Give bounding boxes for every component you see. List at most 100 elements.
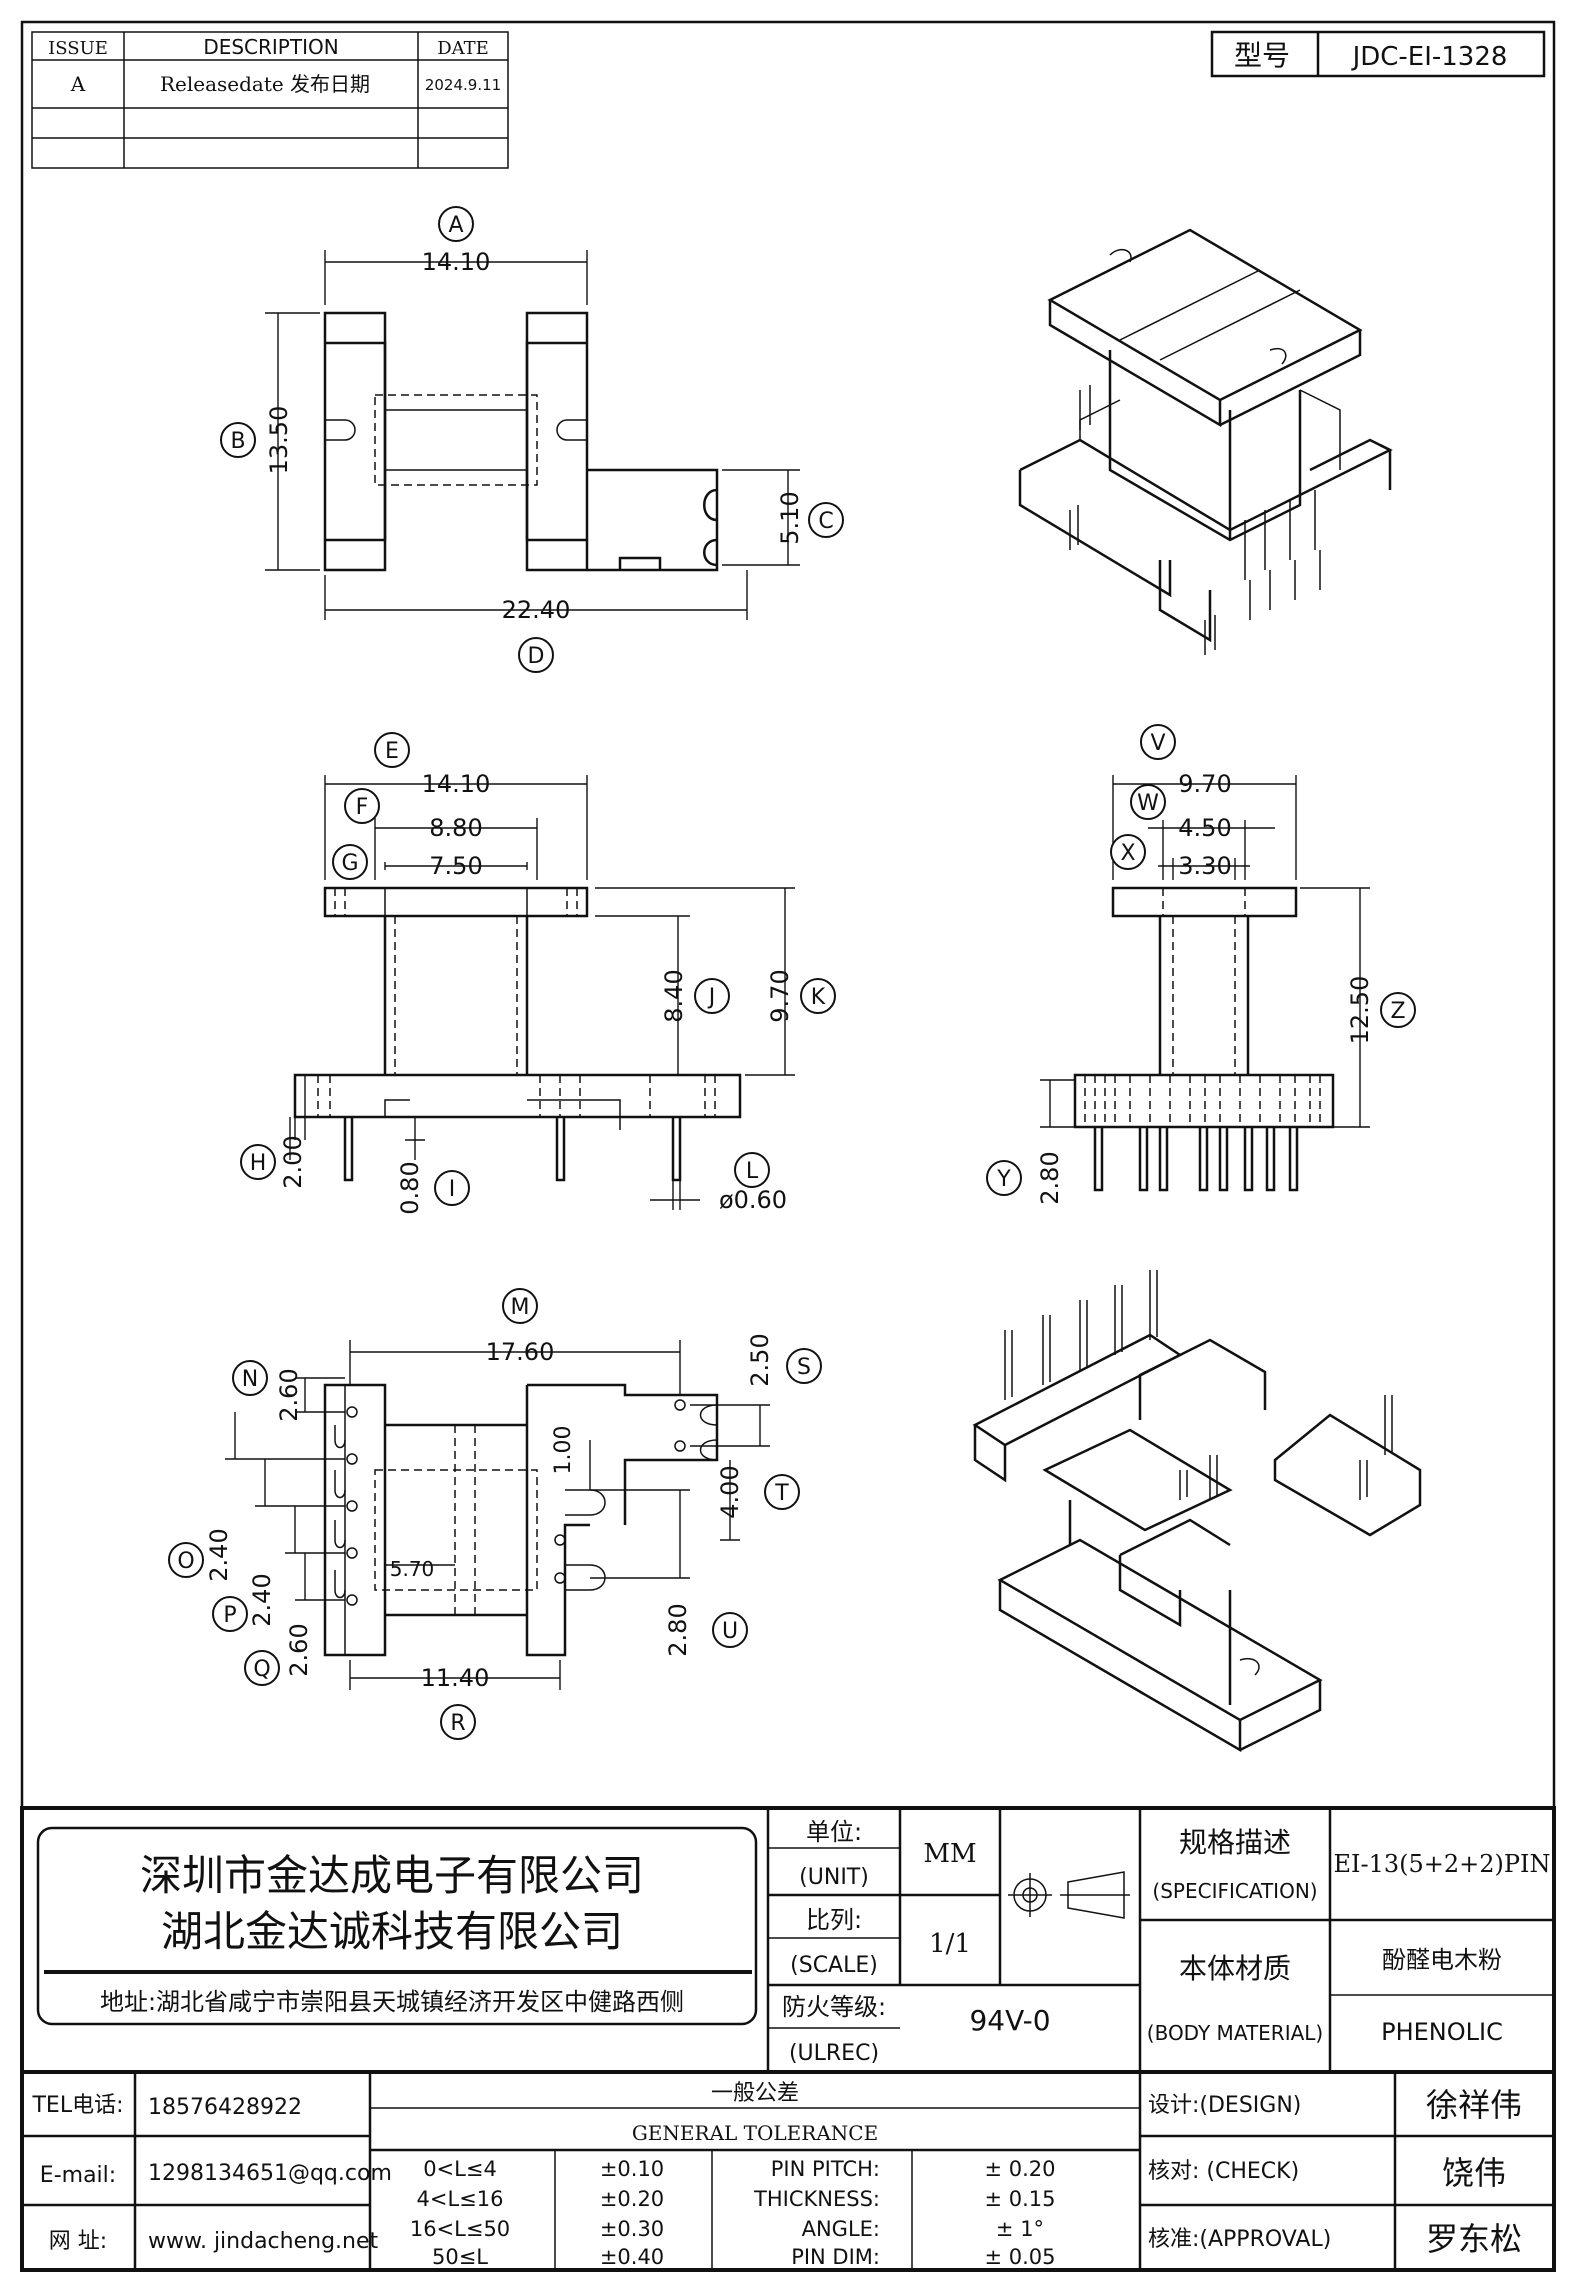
web-label: 网 址:	[49, 2229, 107, 2254]
dim-Y-value: 2.80	[1036, 1151, 1064, 1204]
dim-V-value: 9.70	[1178, 770, 1231, 798]
dim-L-bubble	[734, 1152, 770, 1188]
approval-check-label: 核对: (CHECK)	[1148, 2159, 1299, 2184]
dim-A-label: A	[448, 213, 463, 238]
dim-V-label: V	[1150, 731, 1165, 756]
dim-N-bubble	[232, 1360, 268, 1396]
dim-X-value: 3.30	[1178, 852, 1231, 880]
dim-N-value: 2.60	[275, 1368, 303, 1421]
dim-U-value: 2.80	[664, 1603, 692, 1656]
dim-K-label: K	[811, 985, 826, 1010]
ulrec-value: 94V-0	[969, 2004, 1050, 2037]
dim-E-bubble	[374, 732, 410, 768]
dim-D-value: 22.40	[502, 596, 571, 624]
dim-Q-bubble	[244, 1650, 280, 1686]
dim-H-bubble	[240, 1144, 276, 1180]
email-value: 1298134651@qq.com	[148, 2161, 392, 2186]
dim-F-label: F	[356, 795, 369, 820]
iso-view-top	[1018, 228, 1393, 655]
top-view: 14.10 13.50 5.10 22.40	[265, 248, 804, 624]
dim-D-label: D	[528, 644, 545, 669]
material-label: 本体材质	[1179, 1952, 1291, 1985]
dim-J-value: 8.40	[660, 969, 688, 1022]
material-value-en: PHENOLIC	[1381, 2018, 1503, 2046]
unit-value: MM	[923, 1839, 976, 1869]
dim-R-value: 11.40	[421, 1664, 490, 1692]
dim-J-label: J	[707, 985, 716, 1010]
ulrec-label: 防火等级:	[782, 1993, 886, 2021]
iso-view-bottom	[972, 1270, 1422, 1753]
email-label: E-mail:	[40, 2163, 116, 2188]
tolerance-title-cn: 一般公差	[711, 2081, 799, 2106]
dim-D-bubble	[518, 637, 554, 673]
tol-value-1: ±0.10	[600, 2157, 664, 2181]
dim-K-bubble	[800, 978, 836, 1014]
dim-I-value: 0.80	[396, 1161, 424, 1214]
spec-name-1: PIN PITCH:	[771, 2157, 880, 2181]
spec-value-3: ± 1°	[996, 2217, 1044, 2241]
dim-T-bubble	[764, 1474, 800, 1510]
dim-L-label: L	[746, 1159, 759, 1184]
dim-C-value: 5.10	[776, 491, 804, 544]
dim-O-label: O	[177, 1549, 194, 1574]
dim-Y-bubble	[986, 1160, 1022, 1196]
model-label: 型号	[1234, 39, 1290, 72]
side-view: 9.70 4.50 3.30 12.50 2.80	[1036, 770, 1374, 1205]
dim-Y-label: Y	[996, 1167, 1011, 1192]
dim-S-bubble	[786, 1348, 822, 1384]
dim-U-bubble	[712, 1612, 748, 1648]
dim-G-value: 7.50	[429, 852, 482, 880]
company-name-1: 深圳市金达成电子有限公司	[140, 1851, 644, 1900]
dim-R-label: R	[450, 1711, 465, 1736]
revision-row-issue: A	[70, 72, 86, 96]
dim-K-value: 9.70	[766, 969, 794, 1022]
dim-M-bubble	[502, 1288, 538, 1324]
dim-X-label: X	[1120, 841, 1135, 866]
dim-S-label: S	[797, 1355, 811, 1380]
dim-M-label: M	[511, 1295, 530, 1320]
spec-value-2: ± 0.15	[984, 2187, 1055, 2211]
dim-B-label: B	[230, 429, 245, 454]
dim-inner-100-value: 1.00	[551, 1426, 576, 1475]
approval-approve-name: 罗东松	[1426, 2220, 1522, 2258]
scale-value: 1/1	[929, 1929, 971, 1959]
revision-row-date: 2024.9.11	[425, 76, 501, 94]
spec-name-2: THICKNESS:	[753, 2187, 880, 2211]
revision-header-date: DATE	[437, 38, 489, 59]
dim-L-value: ø0.60	[719, 1186, 787, 1214]
dim-F-bubble	[344, 788, 380, 824]
dim-T-label: T	[774, 1481, 789, 1506]
dim-O-bubble	[168, 1542, 204, 1578]
material-value-cn: 酚醛电木粉	[1382, 1946, 1502, 1974]
approval-design-label: 设计:(DESIGN)	[1148, 2093, 1301, 2118]
dim-B-bubble	[220, 422, 256, 458]
tol-value-2: ±0.20	[600, 2187, 664, 2211]
tol-range-4: 50≤L	[432, 2245, 488, 2269]
dim-H-label: H	[250, 1151, 267, 1176]
approval-design-name: 徐祥伟	[1426, 2086, 1522, 2124]
dim-A-value: 14.10	[422, 248, 491, 276]
scale-label-en: (SCALE)	[790, 1953, 878, 1978]
revision-header-issue: ISSUE	[48, 38, 108, 59]
tol-value-3: ±0.30	[600, 2217, 664, 2241]
dim-G-bubble	[332, 844, 368, 880]
material-label-en: (BODY MATERIAL)	[1147, 2021, 1323, 2045]
revision-row-description: Releasedate 发布日期	[160, 72, 370, 96]
dim-Q-value: 2.60	[285, 1623, 313, 1676]
unit-label: 单位:	[806, 1818, 862, 1846]
tel-value: 18576428922	[148, 2095, 302, 2120]
company-name-2: 湖北金达诚科技有限公司	[161, 1907, 623, 1956]
dim-I-bubble	[434, 1170, 470, 1206]
dim-B-value: 13.50	[265, 406, 293, 475]
dim-M-value: 17.60	[486, 1338, 555, 1366]
tol-value-4: ±0.40	[600, 2245, 664, 2269]
dim-J-bubble	[694, 978, 730, 1014]
spec-label-en: (SPECIFICATION)	[1152, 1879, 1317, 1903]
dim-C-label: C	[818, 509, 833, 534]
dim-H-value: 2.00	[279, 1135, 307, 1188]
dim-O-value: 2.40	[205, 1528, 233, 1581]
approval-approve-label: 核准:(APPROVAL)	[1148, 2227, 1331, 2252]
approval-check-name: 饶伟	[1442, 2154, 1506, 2192]
dim-W-bubble	[1130, 784, 1166, 820]
web-value: www. jindacheng.net	[148, 2229, 379, 2254]
